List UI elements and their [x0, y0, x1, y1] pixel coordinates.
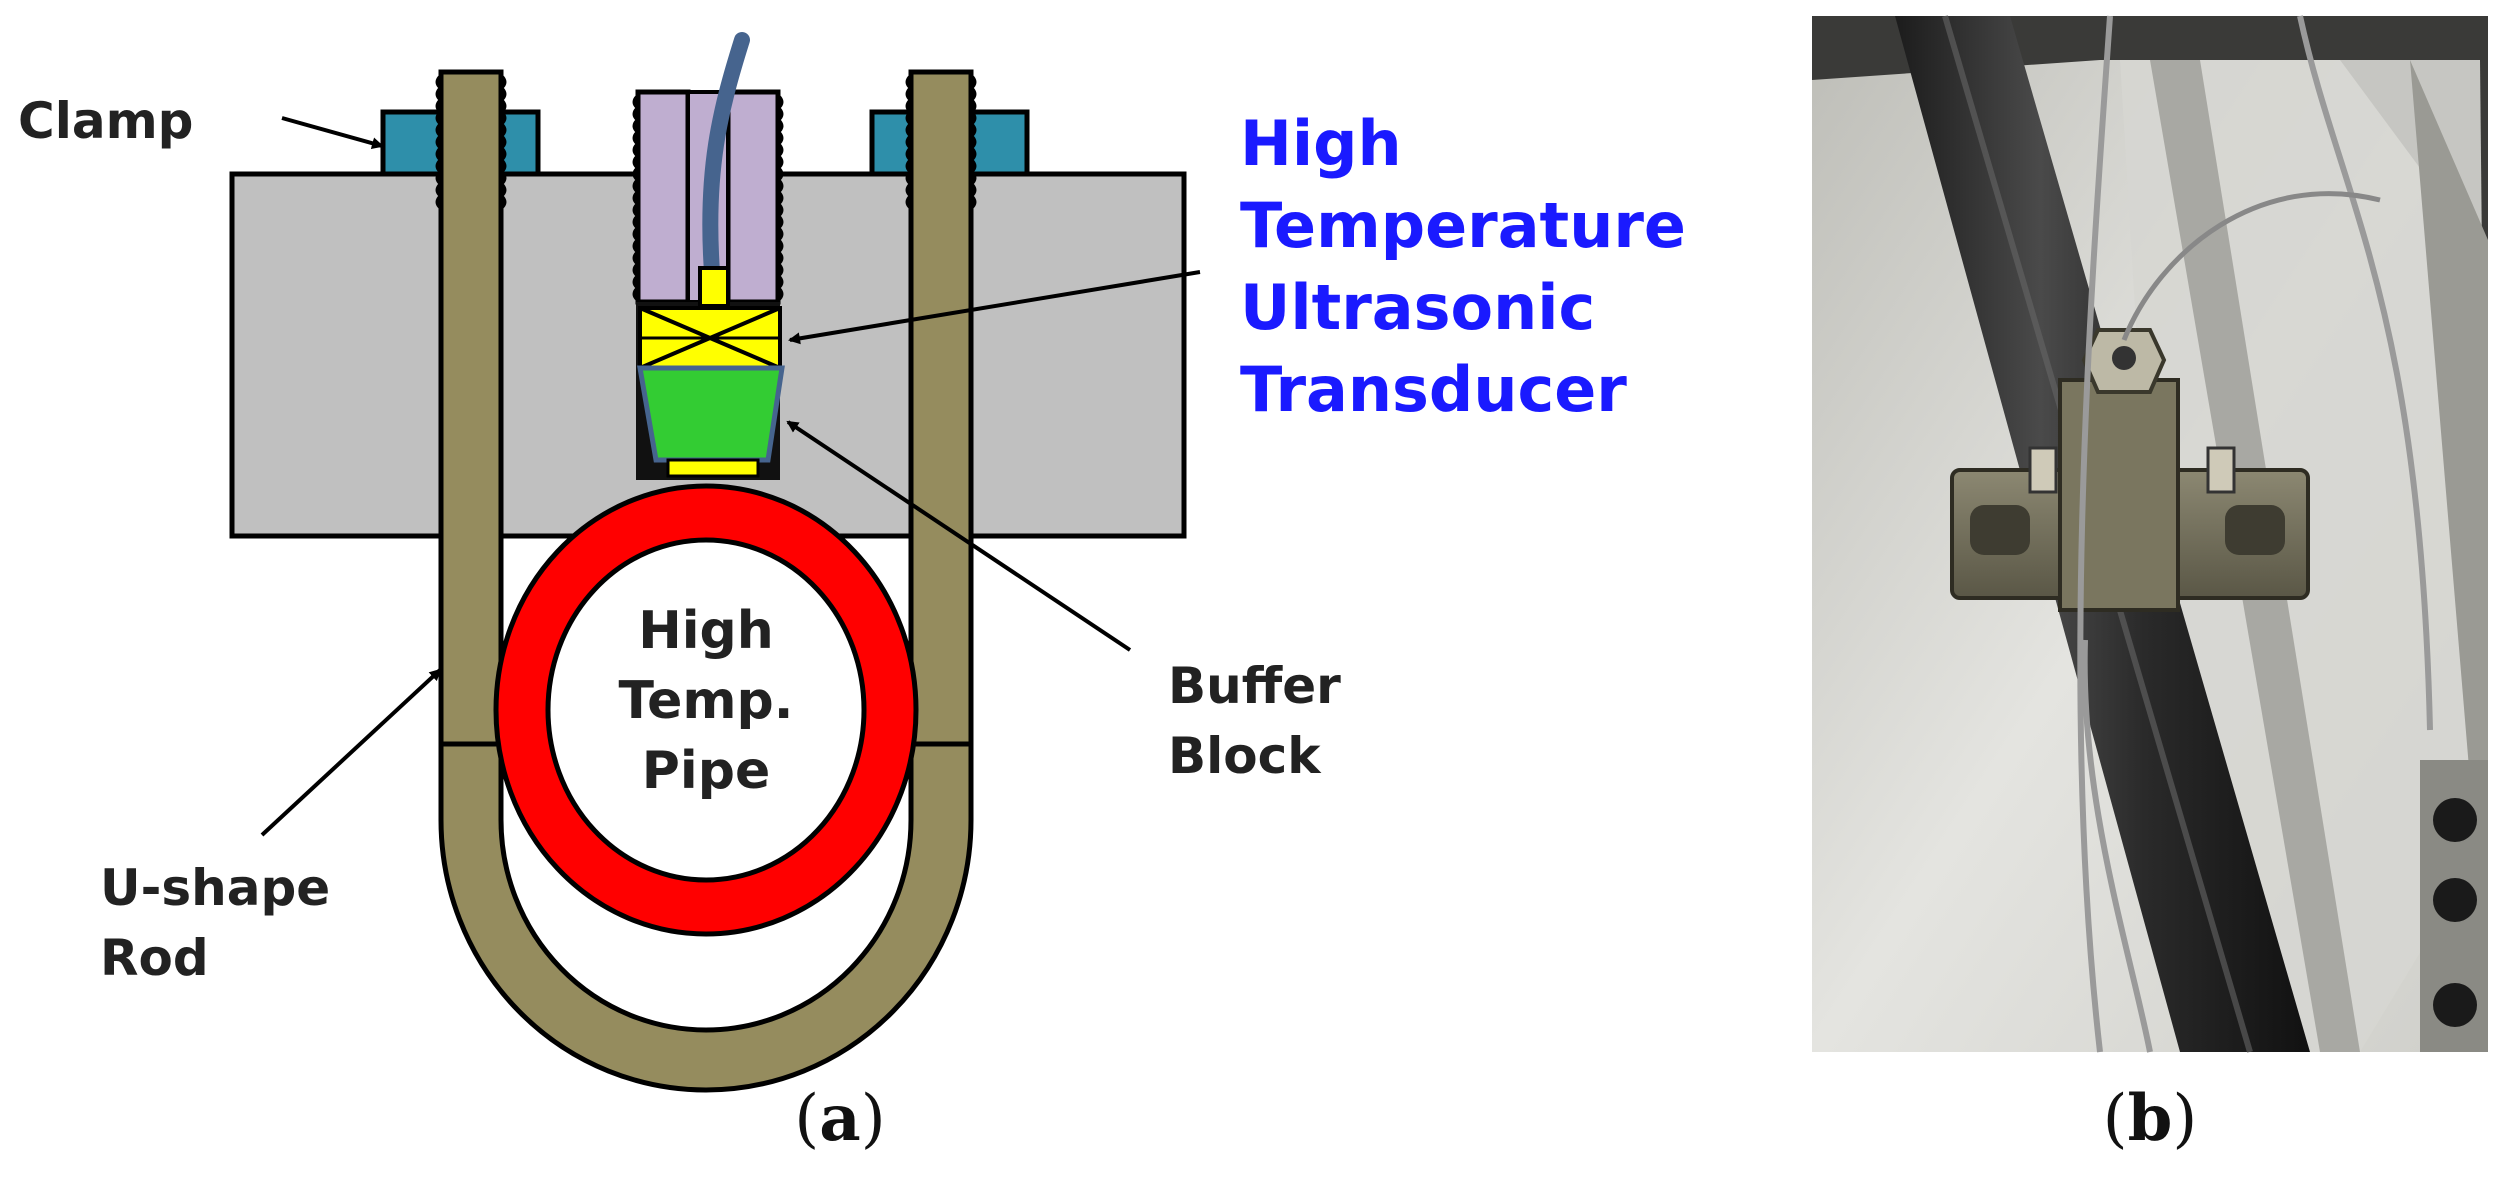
- transducer-housing-left: [635, 89, 691, 305]
- clamp-label: Clamp: [18, 92, 193, 150]
- clamp-arrow: [281, 116, 384, 150]
- u-rod-arc: [438, 735, 974, 1093]
- couplant-layer: [666, 458, 760, 478]
- transducer-cable: [702, 32, 750, 280]
- transducer-label-line-1: High: [1240, 107, 1402, 180]
- pipe-label-line-2: Temp.: [619, 671, 794, 731]
- transducer-connector: [698, 266, 730, 308]
- pipe-label-line-3: Pipe: [642, 741, 770, 801]
- transducer-label-line-4: Transducer: [1240, 353, 1627, 426]
- rod-label-line-1: U-shape: [100, 859, 330, 917]
- photo-panel: (b): [1812, 15, 2488, 1156]
- pipe-label-line-1: High: [638, 601, 774, 661]
- buffer-arrow: [786, 420, 1132, 652]
- rod-arrow: [260, 668, 442, 837]
- transducer-label-line-2: Temperature: [1240, 189, 1686, 262]
- buffer-label-line-1: Buffer: [1168, 657, 1341, 715]
- schematic-panel: Clamp High Temperature Ultrasonic Transd…: [18, 32, 1686, 1156]
- transducer-arrow: [788, 270, 1201, 345]
- transducer-label-line-3: Ultrasonic: [1240, 271, 1595, 344]
- u-rod-right-leg: [908, 69, 974, 747]
- buffer-label-line-2: Block: [1168, 727, 1322, 785]
- u-rod-left-leg: [438, 69, 504, 747]
- buffer-block-shape: [637, 365, 785, 463]
- pipe-bore: [545, 537, 867, 883]
- caption-a: (a): [794, 1081, 885, 1156]
- caption-b: (b): [2103, 1081, 2198, 1156]
- transducer-housing-right: [725, 89, 781, 305]
- rod-label-line-2: Rod: [100, 929, 209, 987]
